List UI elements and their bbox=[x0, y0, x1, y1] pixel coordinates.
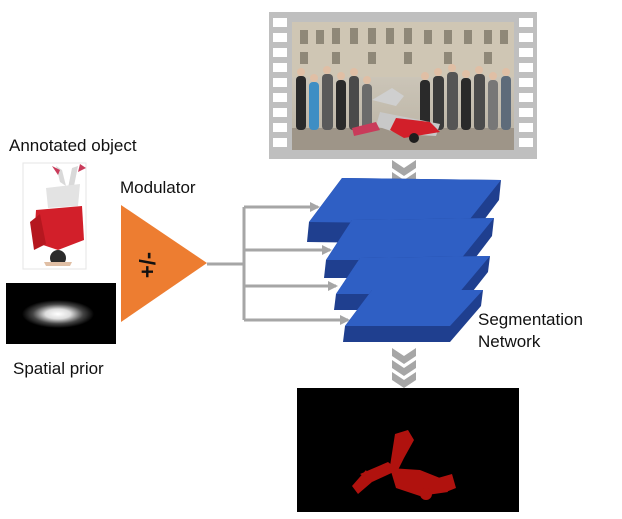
modulator-symbol: +/- bbox=[135, 251, 160, 279]
input-video-frame bbox=[269, 12, 537, 159]
chevron-down-icon bbox=[392, 348, 416, 388]
mask-silhouette bbox=[352, 430, 456, 500]
film-sprocket-holes-right bbox=[519, 18, 533, 147]
annotated-object-label: Annotated object bbox=[9, 136, 137, 155]
dancer-in-frame bbox=[352, 88, 440, 143]
modulator-triangle bbox=[121, 205, 207, 322]
modulation-arrows bbox=[207, 202, 350, 325]
network-layer bbox=[343, 290, 483, 342]
spatial-prior-label: Spatial prior bbox=[13, 359, 104, 378]
modulator-label: Modulator bbox=[120, 178, 196, 197]
annotated-object-image bbox=[22, 162, 87, 270]
film-sprocket-holes-left bbox=[273, 18, 287, 147]
spatial-prior-image bbox=[6, 283, 116, 344]
segmentation-network-label-line1: Segmentation bbox=[478, 310, 583, 329]
segmentation-network bbox=[307, 178, 501, 342]
segmentation-network-label-line2: Network bbox=[478, 332, 541, 351]
street-photo bbox=[292, 22, 514, 150]
modulator-block bbox=[121, 205, 207, 322]
output-segmentation-mask bbox=[297, 388, 519, 512]
